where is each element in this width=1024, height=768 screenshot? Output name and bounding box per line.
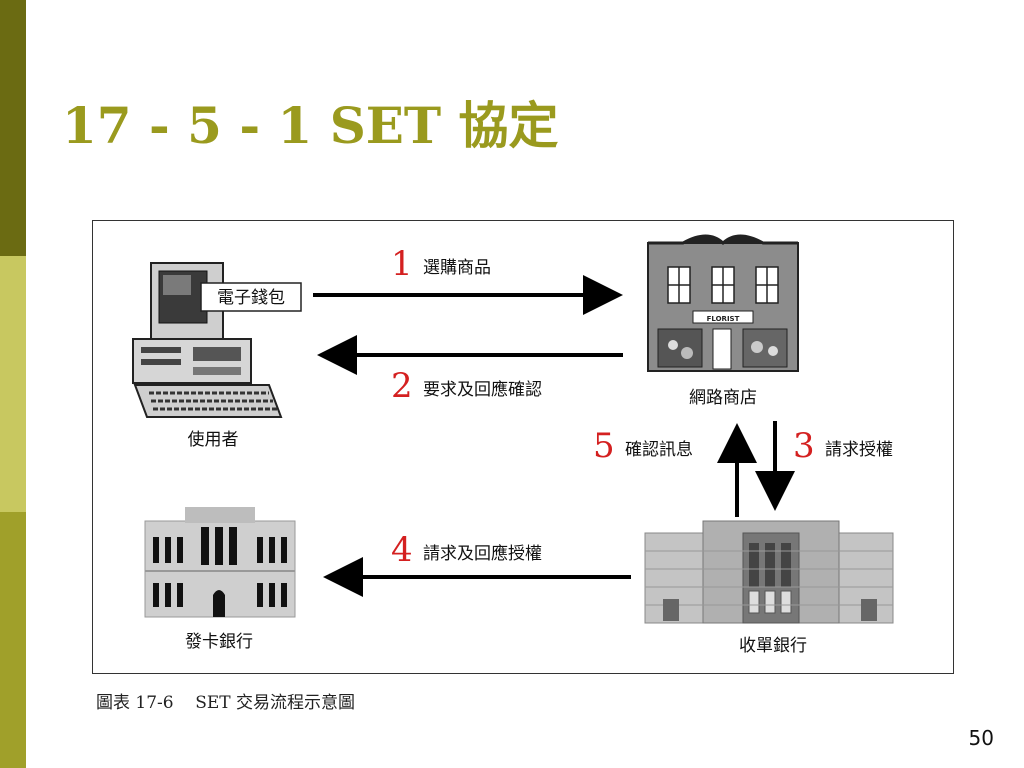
- slide-title: 17 - 5 - 1 SET 協定: [62, 96, 559, 155]
- wallet-label: 電子錢包: [217, 288, 285, 308]
- computer-icon: [132, 262, 283, 418]
- step-number: 3: [793, 426, 815, 466]
- step-4: 4 請求及回應授權: [391, 530, 542, 570]
- diagram-canvas: 電子錢包 使用者 FLORIST: [132, 234, 894, 656]
- issuer-bank-label: 發卡銀行: [185, 632, 253, 652]
- step-1: 1 選購商品: [391, 244, 491, 284]
- step-2: 2 要求及回應確認: [391, 366, 542, 406]
- issuer-bank-icon: [144, 507, 296, 618]
- sidebar-segment: [0, 0, 26, 256]
- step-number: 2: [391, 366, 413, 406]
- step-number: 1: [391, 244, 413, 284]
- step-label: 確認訊息: [625, 440, 693, 460]
- shop-sign: FLORIST: [707, 315, 740, 323]
- set-flow-diagram: 電子錢包 使用者 FLORIST: [92, 220, 954, 674]
- step-label: 選購商品: [423, 258, 491, 278]
- figure-caption: 圖表 17-6 SET 交易流程示意圖: [96, 693, 356, 713]
- sidebar-segment: [0, 512, 26, 768]
- page-number: 50: [968, 726, 994, 750]
- user-label: 使用者: [188, 429, 239, 450]
- sidebar-segment: [0, 256, 26, 512]
- step-label: 要求及回應確認: [423, 379, 542, 400]
- shop-label: 網路商店: [689, 388, 757, 408]
- step-label: 請求授權: [825, 440, 893, 460]
- shop-icon: [647, 234, 799, 372]
- sidebar-decoration: [0, 0, 26, 768]
- step-label: 請求及回應授權: [423, 543, 542, 564]
- acquirer-bank-icon: [644, 520, 894, 624]
- step-3: 3 請求授權: [793, 426, 893, 466]
- acquirer-bank-label: 收單銀行: [739, 636, 807, 656]
- wallet-box: [200, 282, 302, 312]
- step-5: 5 確認訊息: [593, 426, 693, 466]
- step-number: 4: [391, 530, 413, 570]
- step-number: 5: [593, 426, 615, 466]
